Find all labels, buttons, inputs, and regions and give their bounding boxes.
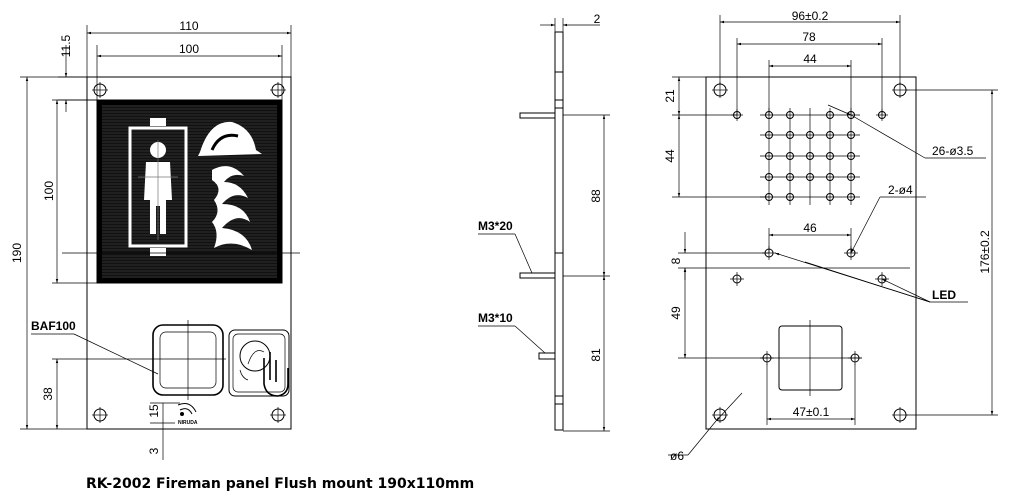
dim-cutout-width: 47±0.1 <box>793 405 830 419</box>
dim-width-outer: 110 <box>179 19 198 33</box>
holes-callout: 26-ø3.5 <box>932 144 974 158</box>
mount-hole-callout: ø6 <box>670 449 684 463</box>
flame-icon <box>212 166 252 250</box>
stud-short <box>538 352 556 360</box>
touch-switch[interactable] <box>228 329 290 397</box>
led-holes <box>730 246 889 286</box>
back-view: 96±0.2 78 44 21 44 <box>663 9 998 463</box>
front-mount-holes <box>92 82 286 423</box>
elevator-person-icon <box>128 118 188 256</box>
dim-led-span: 46 <box>803 221 817 235</box>
fireman-helmet-icon <box>198 121 262 156</box>
svg-text:NIRUDA: NIRUDA <box>178 420 198 426</box>
dim-back-height: 176±0.2 <box>978 230 992 274</box>
dim-bottom-gap: 3 <box>147 447 161 454</box>
side-view: 2 M3*20 M3*10 88 81 <box>478 12 610 432</box>
dim-grid-span-inner: 44 <box>803 52 817 66</box>
led-label: LED <box>932 288 956 302</box>
dim-grid-span-outer: 78 <box>802 30 816 44</box>
dim-led-offset: 8 <box>669 257 683 264</box>
side-panel-outline <box>554 31 564 431</box>
dim-top-offset: 11.5 <box>59 34 73 57</box>
dim-grid-height: 44 <box>663 149 677 163</box>
button-label: BAF100 <box>31 319 76 333</box>
sign-artwork <box>102 105 277 278</box>
front-view: 110 100 11.5 190 100 38 15 3 <box>10 19 300 460</box>
dim-height-sign: 100 <box>42 181 56 201</box>
dim-hole-span: 96±0.2 <box>792 9 829 23</box>
stud-long-label: M3*20 <box>478 219 513 233</box>
led-holes-callout: 2-ø4 <box>888 183 913 197</box>
dim-button-bottom: 38 <box>41 387 55 401</box>
dim-stud-spacing-upper: 88 <box>589 189 603 203</box>
dim-cutout-offset: 49 <box>669 306 683 320</box>
dim-logo-offset: 15 <box>147 404 161 418</box>
dim-back-top-offset: 21 <box>663 89 677 103</box>
stud-short-label: M3*10 <box>478 311 513 325</box>
dim-width-inner: 100 <box>179 42 199 56</box>
speaker-hole-grid <box>731 108 888 205</box>
drawing-caption: RK-2002 Fireman panel Flush mount 190x11… <box>86 476 475 492</box>
stud-lower <box>519 272 556 279</box>
niruda-logo-icon: NIRUDA <box>177 403 198 426</box>
dim-stud-spacing-lower: 81 <box>589 348 603 362</box>
dim-thickness: 2 <box>594 12 601 26</box>
stud-upper <box>519 112 556 119</box>
dim-height-total: 190 <box>10 243 24 263</box>
